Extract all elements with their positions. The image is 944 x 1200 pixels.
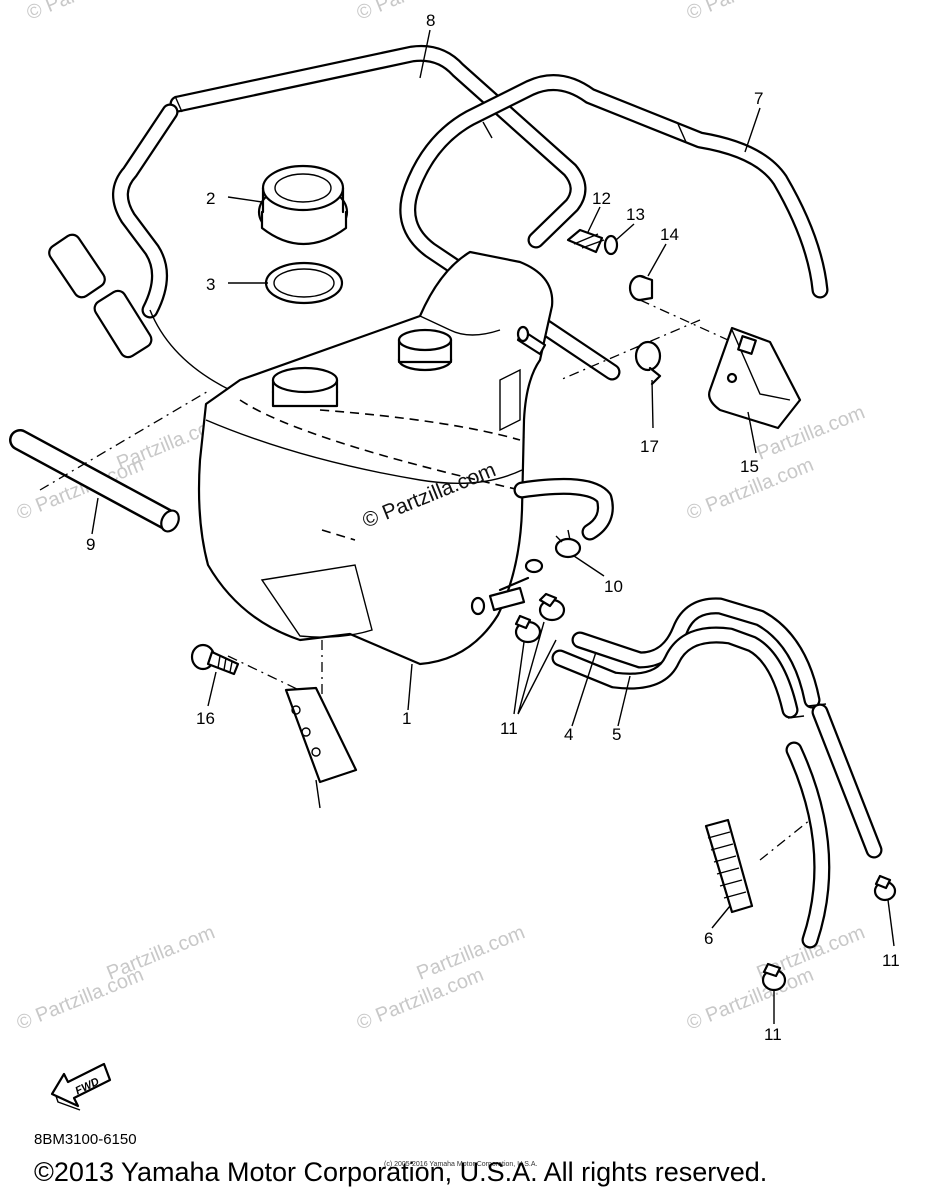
fwd-arrow-icon: FWD: [50, 1062, 112, 1111]
breather-hose-7: [399, 74, 829, 381]
part-number: 8BM3100-6150: [34, 1131, 137, 1148]
o-ring-3: [264, 261, 344, 305]
oil-cap-2: [257, 164, 349, 246]
oil-tank-1: [197, 250, 614, 666]
hose-4-5: [551, 597, 883, 949]
collar-14: [628, 274, 654, 302]
callout-leaders: [91, 29, 895, 1024]
clip-10: [554, 529, 582, 559]
watermark-text: Partzilla.com: [104, 921, 218, 984]
watermark-text: © Partzilla.com: [24, 0, 157, 25]
callout-5: 5: [612, 725, 621, 744]
callout-labels: 8 7 2 3 12 13 14 17 15 9 10 1 11 4 5 16 …: [86, 11, 900, 1044]
callout-3: 3: [206, 275, 215, 294]
callout-13: 13: [626, 205, 645, 224]
callout-9: 9: [86, 535, 95, 554]
callout-11-a: 11: [500, 719, 518, 738]
breather-hose-8: [48, 44, 587, 421]
callout-1: 1: [402, 709, 411, 728]
tube-9: [9, 429, 180, 533]
watermark-text: © Partzilla.com: [354, 0, 487, 25]
frame-member: [284, 686, 358, 809]
callout-6: 6: [704, 929, 713, 948]
watermark-text: © Partzilla.com: [684, 964, 817, 1035]
bracket-15: [708, 326, 802, 430]
callout-15: 15: [740, 457, 759, 476]
callout-16: 16: [196, 709, 215, 728]
callout-7: 7: [754, 89, 763, 108]
callout-4: 4: [564, 725, 573, 744]
callout-10: 10: [604, 577, 623, 596]
callout-2: 2: [206, 189, 215, 208]
copyright-notice: ©2013 Yamaha Motor Corporation, U.S.A. A…: [34, 1157, 768, 1187]
bolt-16: [190, 643, 240, 676]
callout-14: 14: [660, 225, 679, 244]
sleeve-6: [704, 818, 754, 914]
small-copyright: (c) 2005-2016 Yamaha Motor Corporation, …: [384, 1161, 538, 1168]
callout-17: 17: [640, 437, 659, 456]
bolt-12: [566, 228, 605, 254]
watermark-text: © Partzilla.com: [684, 0, 817, 25]
callout-12: 12: [592, 189, 611, 208]
washer-13: [603, 234, 619, 256]
screw-17: [634, 340, 662, 386]
clamp-11-group: [514, 592, 897, 992]
callout-11-c: 11: [764, 1025, 782, 1044]
callout-8: 8: [426, 11, 435, 30]
callout-11-b: 11: [882, 951, 900, 970]
